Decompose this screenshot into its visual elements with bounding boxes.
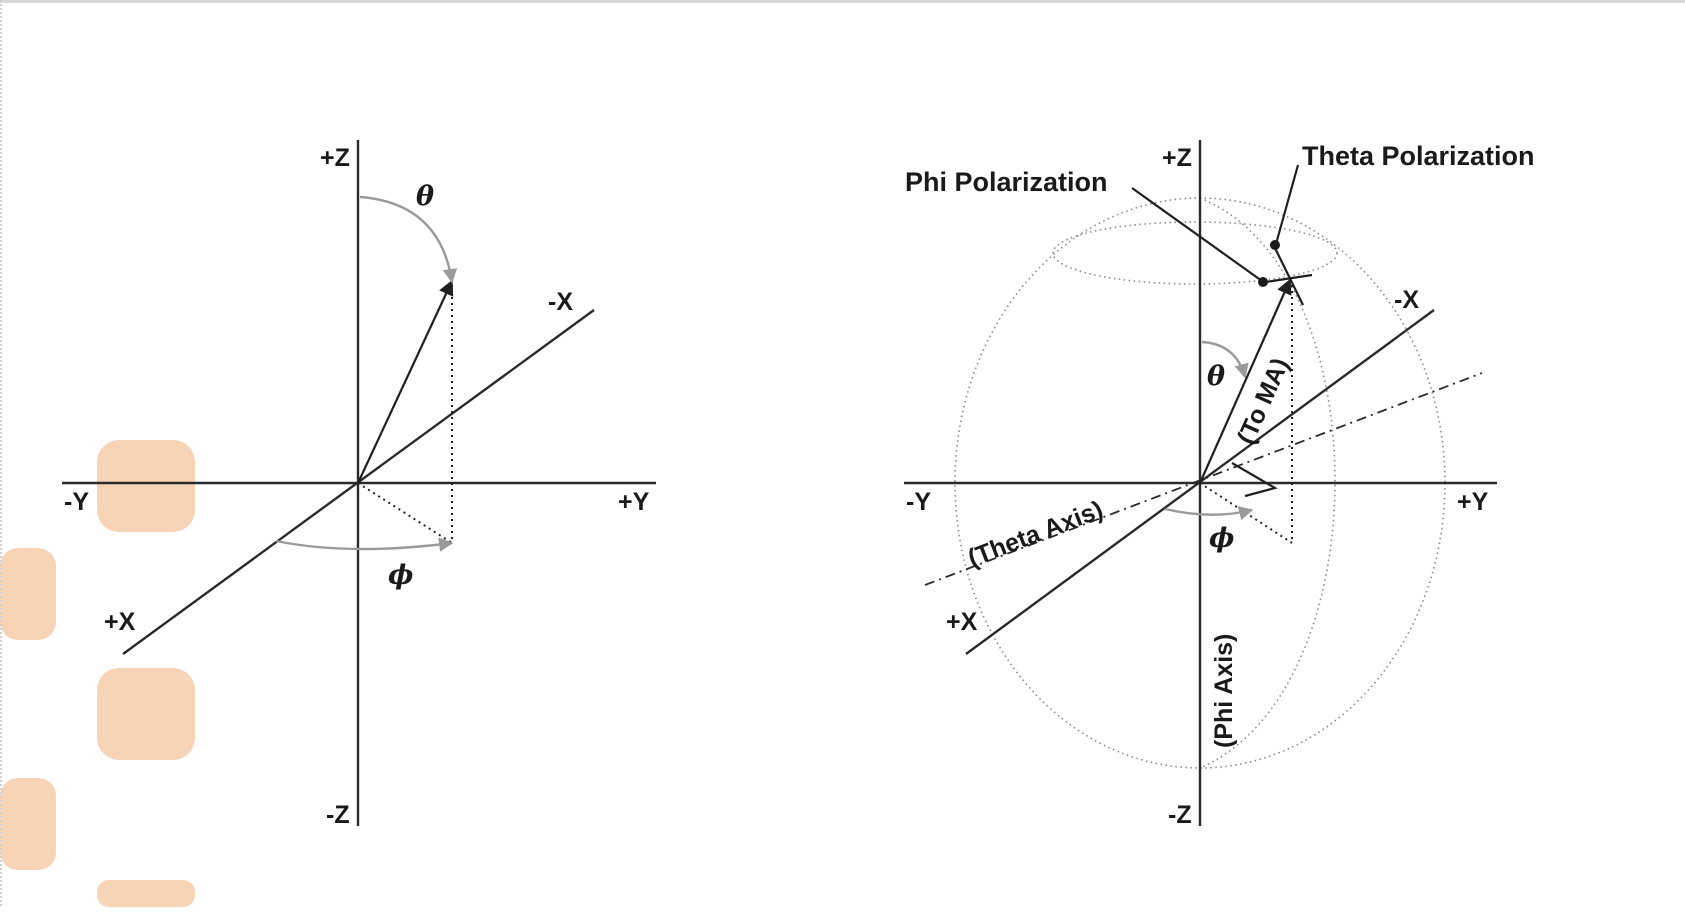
theta-label: θ: [416, 181, 434, 212]
sphere-latitude: [1052, 221, 1338, 285]
phi-label: ϕ: [1209, 523, 1234, 554]
theta-polarization-leader: [1274, 164, 1300, 245]
top-border: [0, 0, 1685, 3]
plus-z-label: +Z: [320, 144, 350, 172]
phi-axis-label: (Phi Axis): [1210, 634, 1238, 748]
phi-polarization-leader: [1131, 187, 1263, 282]
watermark-seal: [97, 880, 195, 907]
direction-vector: [357, 279, 454, 484]
watermark-seal: [97, 440, 195, 532]
theta-arc: [1201, 340, 1249, 379]
axis-rotation-mark: [1231, 462, 1278, 498]
minus-y-label: -Y: [906, 488, 931, 516]
plus-z-label: +Z: [1162, 144, 1192, 172]
minus-z-label: -Z: [1168, 801, 1192, 829]
phi-arc: [275, 537, 454, 552]
phi-polarization-label: Phi Polarization: [905, 167, 1108, 197]
plus-x-label: +X: [946, 608, 978, 636]
theta-polarization-label: Theta Polarization: [1302, 141, 1535, 171]
minus-x-label: -X: [548, 288, 573, 316]
watermark-seal: [0, 778, 56, 870]
plus-x-label: +X: [104, 608, 136, 636]
right-diagram: θ ϕ Phi Polarization Theta Polarization …: [904, 140, 1535, 829]
watermark-seal: [97, 668, 195, 760]
direction-vector: [1198, 278, 1292, 484]
minus-z-label: -Z: [326, 801, 350, 829]
theta-polarization-dot: [1270, 240, 1280, 250]
projection-dotted-radial: [357, 482, 453, 544]
theta-arc: [359, 195, 458, 284]
theta-axis-label: (Theta Axis): [964, 496, 1107, 573]
plus-y-label: +Y: [1457, 488, 1489, 516]
left-border: [0, 0, 4, 907]
minus-x-label: -X: [1394, 286, 1419, 314]
left-diagram: θ ϕ +Z -Z -X +X -Y +Y: [62, 140, 656, 829]
phi-arc: [1164, 506, 1254, 521]
watermark-seal: [0, 548, 56, 640]
minus-y-label: -Y: [64, 488, 89, 516]
phi-label: ϕ: [388, 560, 413, 591]
theta-label: θ: [1207, 361, 1225, 392]
sphere-meridian: [1199, 197, 1336, 769]
plus-y-label: +Y: [618, 488, 650, 516]
watermark-seals: [0, 440, 195, 907]
theta-polarization-tick: [1273, 245, 1304, 306]
